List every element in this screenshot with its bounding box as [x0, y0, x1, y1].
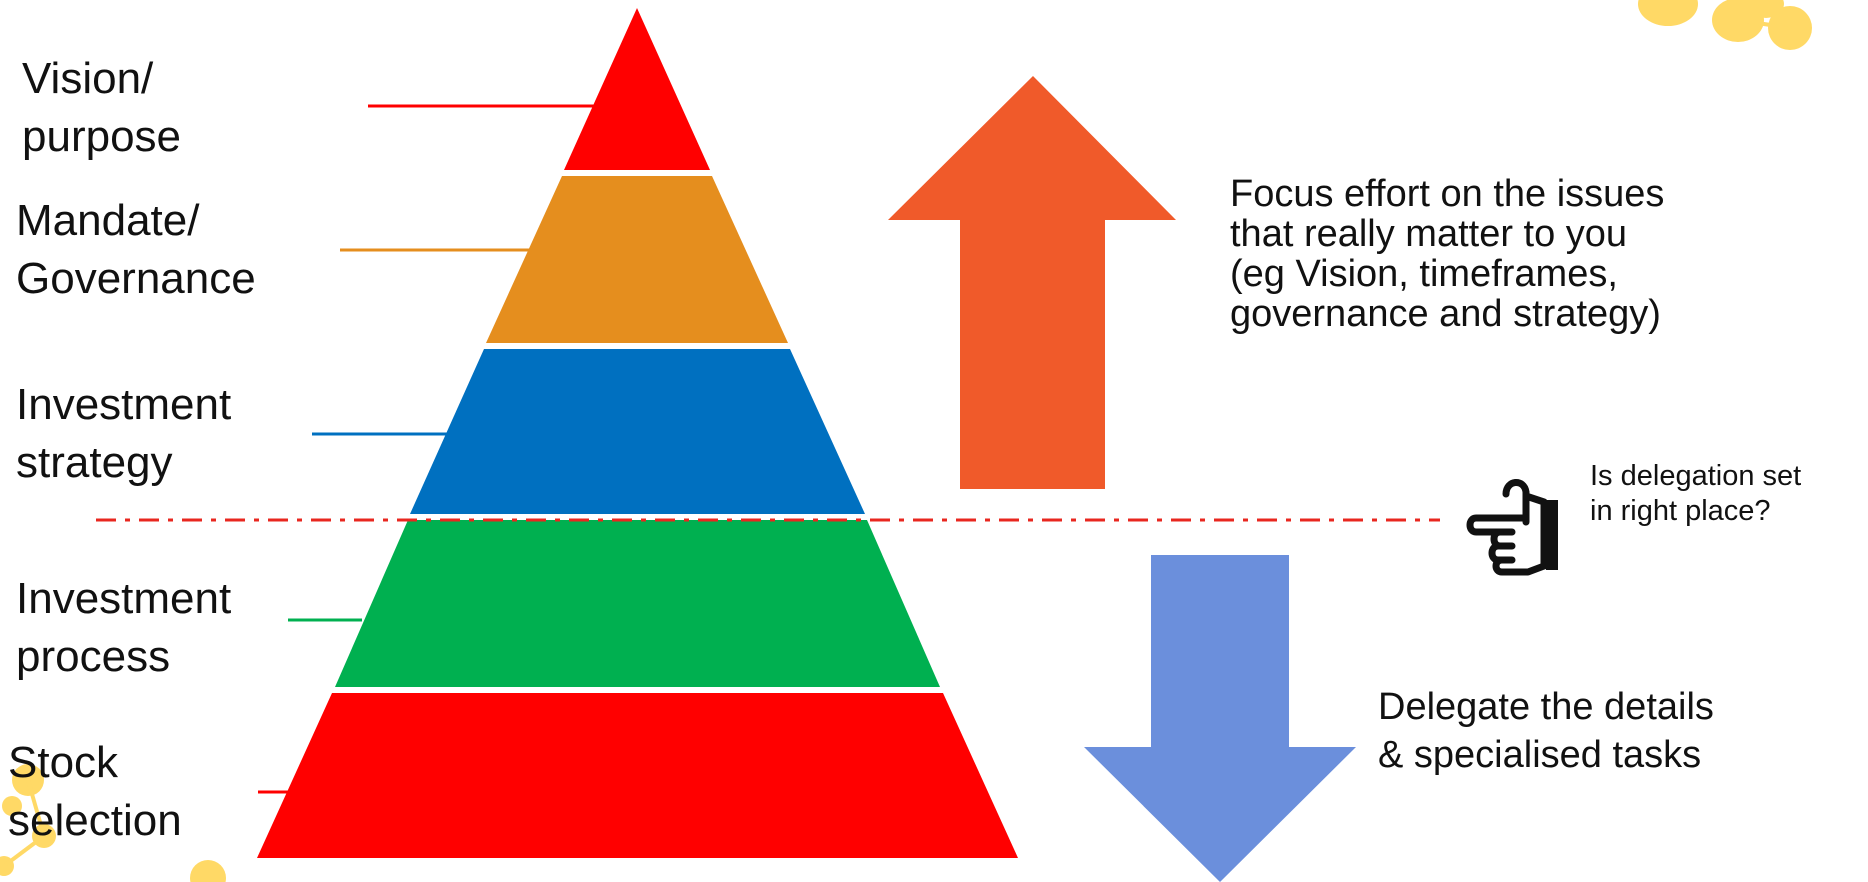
tier-label-vision: Vision/ purpose [22, 50, 181, 166]
tier-label-stock: Stock selection [8, 734, 182, 850]
focus-note-line: that really matter to you [1230, 213, 1628, 255]
tier-label-line: Stock [8, 738, 119, 787]
tier-label-line: Investment [16, 574, 232, 623]
yellow-dots-decoration-top [1638, 0, 1812, 50]
question-note-line: in right place? [1590, 495, 1771, 527]
pyramid-tier-stock [257, 693, 1018, 858]
delegate-note-line: & specialised tasks [1378, 734, 1702, 776]
tier-label-line: Mandate/ [16, 196, 200, 245]
decoration-stem [26, 779, 46, 837]
tier-label-line: Investment [16, 380, 232, 429]
pyramid-tier-strategy [410, 349, 865, 514]
tier-label-mandate: Mandate/ Governance [16, 192, 256, 308]
arrow-up-icon [888, 76, 1176, 489]
arrow-down-icon [1084, 555, 1356, 882]
yellow-dots-decoration-bottom [0, 764, 226, 882]
tier-label-line: strategy [16, 438, 173, 487]
delegate-note-line: Delegate the details [1378, 686, 1714, 728]
focus-note-line: governance and strategy) [1230, 293, 1661, 335]
tier-label-line: process [16, 632, 171, 681]
tier-label-line: selection [8, 796, 182, 845]
focus-note-line: Focus effort on the issues [1230, 173, 1665, 215]
decoration-dot [1748, 0, 1784, 18]
delegation-question-note: Is delegation set in right place? [1590, 459, 1801, 529]
tier-label-strategy: Investment strategy [16, 376, 231, 492]
tier-label-line: purpose [22, 112, 182, 161]
decoration-dot [2, 796, 22, 816]
tier-label-line: Governance [16, 254, 256, 303]
decoration-dot [1638, 0, 1698, 26]
decoration-stem [1737, 18, 1791, 30]
decoration-dot [190, 860, 226, 882]
pyramid-tier-vision [564, 8, 710, 170]
decoration-stem [2, 834, 46, 868]
pyramid-tier-process [335, 520, 940, 687]
question-note-line: Is delegation set [1590, 460, 1802, 492]
tier-label-line: Vision/ [22, 54, 154, 103]
focus-note-line: (eg Vision, timeframes, [1230, 253, 1618, 295]
pyramid-tier-mandate [486, 176, 788, 343]
pointing-hand-icon [1466, 479, 1558, 576]
focus-note: Focus effort on the issues that really m… [1230, 174, 1664, 334]
tier-label-process: Investment process [16, 570, 231, 686]
delegate-note: Delegate the details & specialised tasks [1378, 683, 1714, 779]
